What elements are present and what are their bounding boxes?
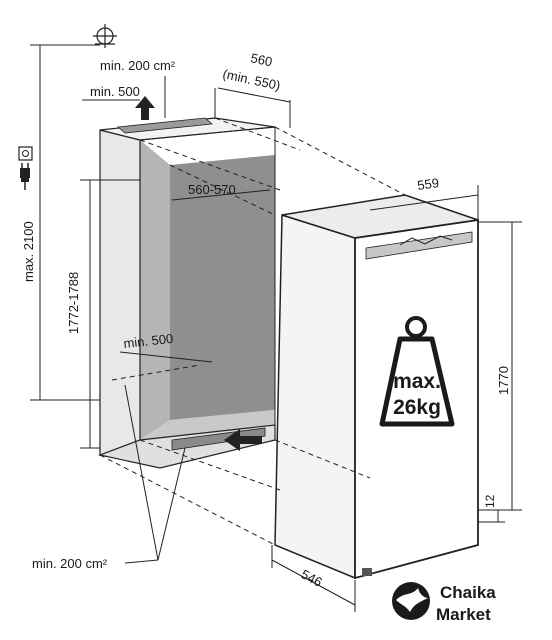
bottom-vent-grille [171, 427, 266, 451]
refrigerator-appliance [274, 194, 479, 580]
top-vent-grille [117, 117, 213, 134]
bird-logo-icon [392, 582, 430, 620]
appliance-height-label: 1770 [496, 366, 511, 395]
niche-inner-left [140, 140, 170, 440]
door-hinge [362, 568, 372, 576]
door-load-line1: max. [393, 370, 441, 393]
inner-min-depth-label: min. 500 [123, 331, 174, 351]
niche-cabinet [97, 117, 276, 469]
vent-top-depth-label: min. 500 [90, 84, 140, 99]
arrow-up-icon [135, 96, 155, 120]
niche-inner-back [170, 155, 275, 420]
niche-inner-floor [140, 410, 275, 440]
door-load-line2: 26kg [393, 396, 441, 419]
plinth-gap-label: 12 [483, 494, 497, 508]
vent-top-area-label: min. 200 cm² [100, 58, 176, 73]
plug-icon [20, 163, 30, 190]
niche-height-label: 1772-1788 [66, 272, 81, 334]
socket-icon [18, 146, 33, 161]
niche-depth-min-label: (min. 550) [221, 66, 281, 93]
max-height-label: max. 2100 [21, 221, 36, 282]
brand-line1: Chaika [440, 583, 496, 602]
crosshair-icon [93, 24, 117, 48]
niche-width-label: 560-570 [188, 182, 236, 197]
appliance-width-label: 559 [416, 175, 440, 193]
appliance-side [274, 213, 356, 580]
dimension-lines [30, 44, 522, 612]
weight-icon [379, 316, 455, 427]
niche-depth-label: 560 [249, 50, 273, 69]
projection-lines [99, 117, 406, 546]
arrow-left-icon [224, 429, 262, 451]
niche-left-wall [99, 129, 141, 456]
brand-line2: Market [436, 605, 491, 624]
vent-bottom-area-label: min. 200 cm² [32, 556, 108, 571]
